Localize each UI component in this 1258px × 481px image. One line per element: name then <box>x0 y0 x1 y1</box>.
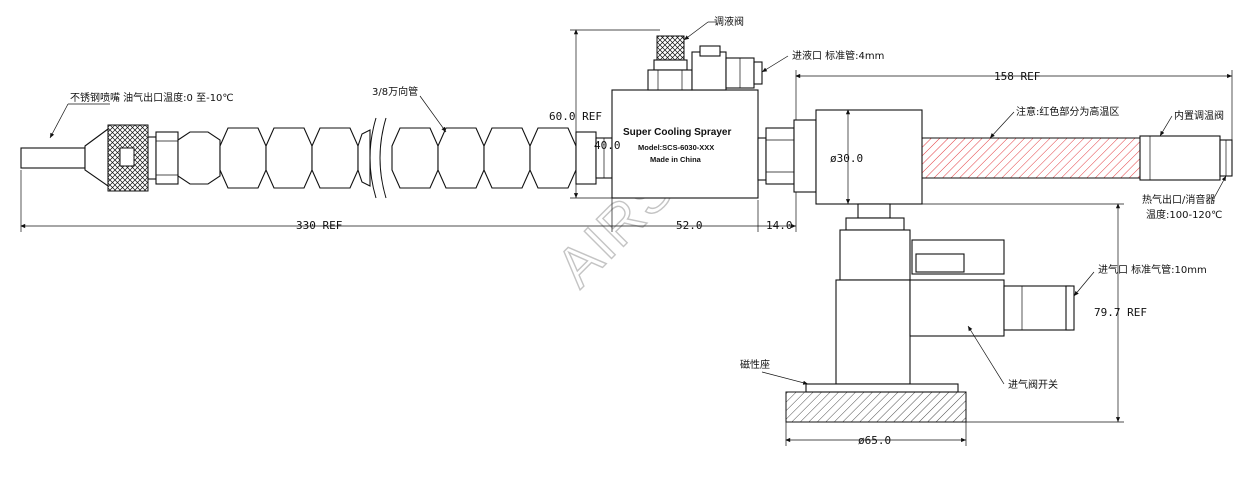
callout-nozzle: 不锈钢喷嘴 油气出口温度:0 至-10℃ <box>70 91 234 104</box>
regulator-valve <box>647 35 693 91</box>
dim-body-width: 52.0 <box>676 219 703 232</box>
dim-body-height: 60.0 REF <box>549 110 602 123</box>
hot-tube <box>921 135 1233 181</box>
label-line2: Model:SCS-6030-XXX <box>638 143 714 152</box>
label-line3: Made in China <box>650 155 702 164</box>
connector-nut <box>757 119 817 193</box>
callout-liquid-inlet: 进液口 标准管:4mm <box>792 49 884 62</box>
dim-gap: 14.0 <box>766 219 793 232</box>
callout-magnetic-base: 磁性座 <box>740 358 770 371</box>
callout-hot-outlet-2: 温度:100-120℃ <box>1146 208 1222 221</box>
nozzle <box>20 124 179 192</box>
dim-stand-height: 79.7 REF <box>1094 306 1147 319</box>
main-body: Super Cooling Sprayer Model:SCS-6030-XXX… <box>611 89 759 199</box>
dim-overall: 330 REF <box>296 219 342 232</box>
hose <box>177 117 613 199</box>
callout-air-valve: 进气阀开关 <box>1008 378 1058 391</box>
callout-red-zone: 注意:红色部分为高温区 <box>1016 105 1119 118</box>
callout-air-inlet: 进气口 标准气管:10mm <box>1098 263 1207 276</box>
dim-inner-height: 40.0 <box>594 139 621 152</box>
dim-tube-dia: ø30.0 <box>830 152 863 165</box>
air-valve-assembly <box>835 229 1075 385</box>
callout-hose: 3/8万向管 <box>372 85 418 98</box>
vortex-body <box>815 109 923 205</box>
stand-connector <box>845 203 905 231</box>
callout-temp-valve: 内置调温阀 <box>1174 109 1224 122</box>
dim-base-dia: ø65.0 <box>858 434 891 447</box>
callout-hot-outlet-1: 热气出口/消音器 <box>1142 193 1215 206</box>
liquid-inlet-fitting <box>691 45 763 91</box>
dim-right-length: 158 REF <box>994 70 1040 83</box>
label-line1: Super Cooling Sprayer <box>623 127 731 138</box>
callout-regulator-valve: 调液阀 <box>714 15 744 28</box>
magnetic-base <box>785 383 967 423</box>
